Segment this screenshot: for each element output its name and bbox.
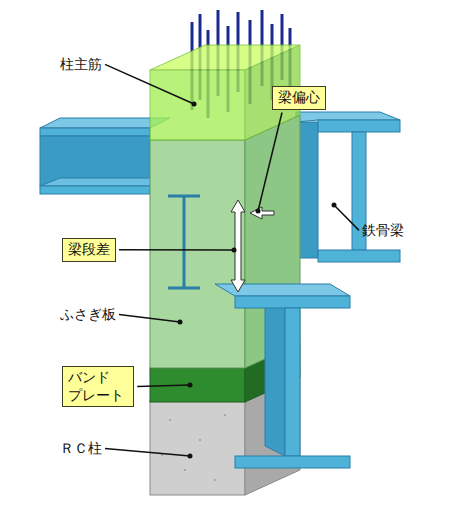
leader-line (258, 113, 282, 212)
leader-dot (178, 320, 183, 325)
part-label: ふさぎ板 (60, 306, 116, 323)
highlight-label-box: 梁段差 (62, 238, 116, 262)
leader-line (119, 249, 234, 251)
leader-dot (192, 102, 197, 107)
right-steel-beam (296, 112, 400, 262)
leader-dot (332, 203, 337, 208)
leader-line (119, 314, 180, 322)
leader-dot (256, 209, 261, 214)
leader-line (137, 385, 190, 387)
label-text: バンド プレート (68, 369, 128, 404)
part-label: 鉄骨梁 (362, 222, 404, 239)
leader-line (105, 448, 190, 456)
eccentricity-arrow (250, 207, 274, 219)
leader-dot (188, 454, 193, 459)
part-label: ＲＣ柱 (60, 440, 102, 457)
label-text: 梁段差 (68, 241, 110, 259)
leader-dot (232, 248, 237, 253)
leader-dot (188, 383, 193, 388)
part-label: 柱主筋 (60, 56, 102, 73)
leader-line (334, 205, 359, 230)
beam-profile-mark (168, 196, 200, 288)
label-text: 梁偏心 (278, 89, 320, 107)
highlight-label-box: バンド プレート (62, 366, 134, 407)
level-difference-arrow (231, 200, 245, 292)
front-steel-beam (215, 284, 350, 468)
highlight-label-box: 梁偏心 (272, 86, 326, 110)
leader-line (105, 64, 194, 104)
